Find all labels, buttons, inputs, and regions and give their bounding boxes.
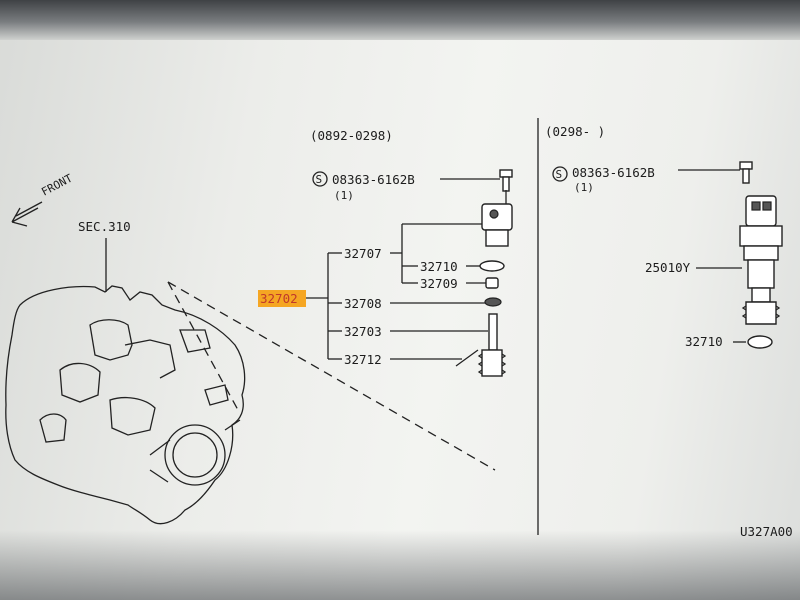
bolt-drawing-right bbox=[739, 161, 753, 184]
speed-sensor-drawing bbox=[739, 195, 783, 325]
part-label-32712[interactable]: 32712 bbox=[344, 352, 382, 367]
assembly-part-number[interactable]: 32702 bbox=[260, 291, 298, 306]
parts-bracket-tree bbox=[306, 223, 488, 360]
o-ring-drawing bbox=[479, 260, 505, 272]
left-date-range: (0892-0298) bbox=[310, 128, 393, 143]
pin-drawing bbox=[455, 349, 479, 367]
bolt-part-number-left: 08363-6162B bbox=[332, 172, 415, 187]
monitor-bezel bbox=[0, 0, 800, 40]
front-label: FRONT bbox=[39, 171, 75, 198]
bolt-callout-left: S 08363-6162B (1) bbox=[312, 171, 500, 202]
part-label-32708[interactable]: 32708 bbox=[344, 296, 382, 311]
part-label-32709[interactable]: 32709 bbox=[420, 276, 458, 291]
part-label-32707[interactable]: 32707 bbox=[344, 246, 382, 261]
transmission-outline bbox=[5, 285, 246, 525]
bolt-callout-right: S 08363-6162B (1) bbox=[552, 165, 740, 194]
oring-drawing-right bbox=[747, 335, 773, 349]
sleeve-drawing bbox=[484, 297, 502, 307]
part-label-32710[interactable]: 32710 bbox=[420, 259, 458, 274]
front-direction-arrow: FRONT bbox=[11, 171, 75, 227]
s-symbol-right: S bbox=[556, 168, 563, 181]
right-date-range: (0298- ) bbox=[545, 124, 605, 139]
screen-shadow bbox=[0, 530, 800, 600]
highlight-marker bbox=[258, 290, 306, 307]
bolt-part-number-right: 08363-6162B bbox=[572, 165, 655, 180]
oring-part-number[interactable]: 32710 bbox=[685, 334, 723, 349]
callout-dashed-lines bbox=[167, 281, 496, 471]
bolt-qty-left: (1) bbox=[334, 189, 354, 202]
section-reference: SEC.310 bbox=[78, 219, 131, 234]
pinion-shaft-drawing bbox=[477, 313, 507, 377]
sensor-part-number[interactable]: 25010Y bbox=[645, 260, 691, 275]
bolt-qty-right: (1) bbox=[574, 181, 594, 194]
speedometer-pinion-housing-drawing bbox=[481, 190, 513, 247]
seal-drawing bbox=[485, 277, 499, 289]
part-label-32703[interactable]: 32703 bbox=[344, 324, 382, 339]
s-symbol: S bbox=[316, 173, 323, 186]
bolt-drawing-left bbox=[499, 169, 513, 192]
